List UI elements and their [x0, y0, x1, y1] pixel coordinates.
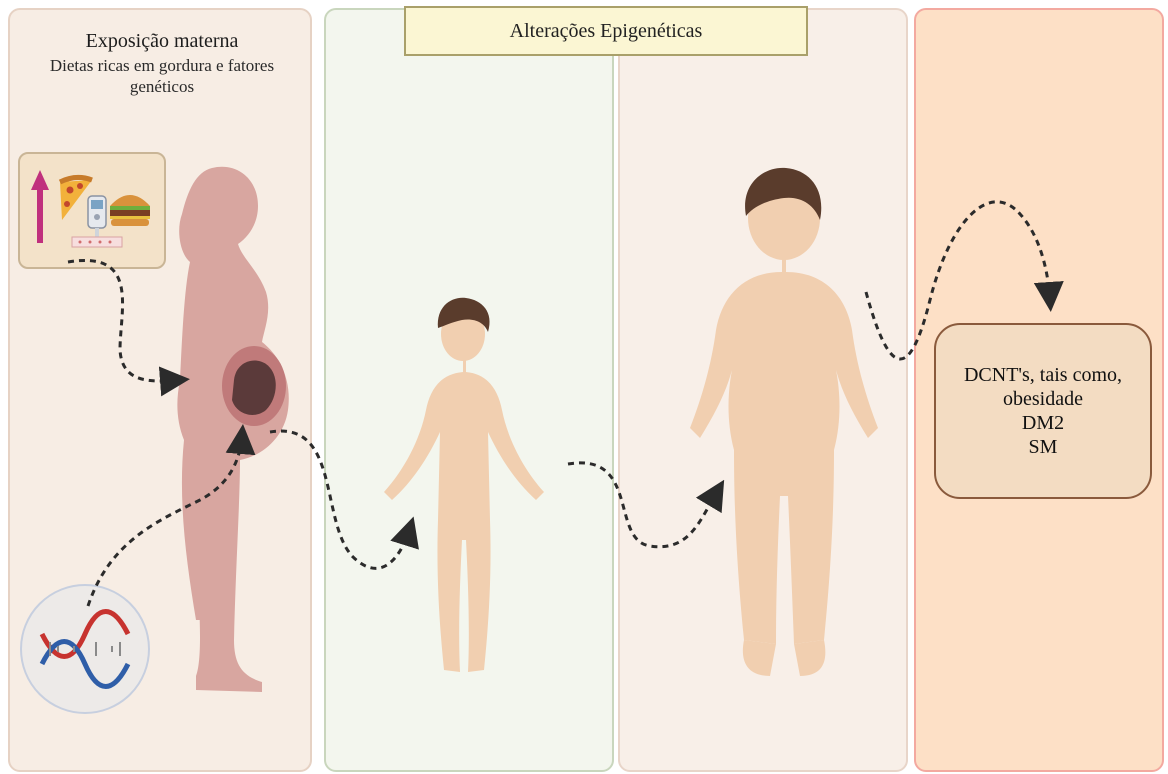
arrow-mother-to-child: [270, 431, 410, 568]
obese-child-figure: [690, 168, 878, 676]
outcome-box: DCNT's, tais como, obesidade DM2 SM: [934, 323, 1152, 499]
outcome-line: SM: [1029, 435, 1058, 459]
outcome-line: DM2: [1022, 411, 1064, 435]
outcome-line: obesidade: [1003, 387, 1083, 411]
arrow-child-to-obese-child: [568, 463, 718, 547]
child-figure: [384, 298, 544, 672]
arrow-diet-to-mother: [68, 260, 178, 381]
outcome-line: DCNT's, tais como,: [964, 363, 1122, 387]
fetus-icon: [222, 346, 286, 426]
pregnant-mother-figure: [177, 167, 288, 692]
